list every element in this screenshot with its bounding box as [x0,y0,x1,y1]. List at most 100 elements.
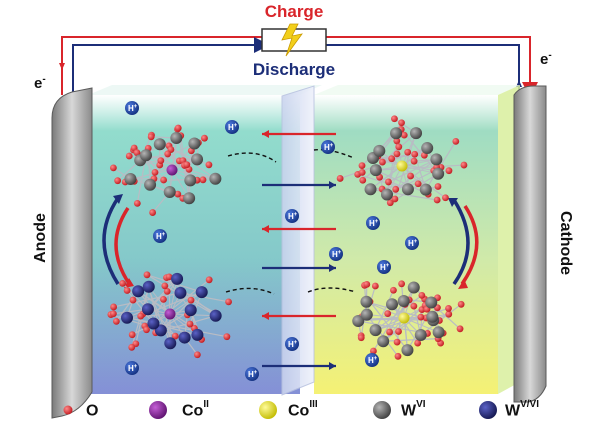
oxygen-atom [414,180,422,188]
oxygen-atom [201,134,208,142]
proton-circle [285,337,299,351]
oxygen-atom [460,161,468,169]
oxygen-atom [393,338,401,346]
tungsten-atom [410,127,423,140]
ion-arrow-head [329,362,336,370]
oxygen-atom [358,168,366,176]
oxygen-atom [165,273,173,281]
oxygen-atom [143,271,151,279]
proton-marker: H+ [329,247,343,261]
legend-atom-swatch [149,401,167,419]
oxygen-atom [386,199,394,207]
proton-text: H+ [156,232,166,241]
proton-text: H+ [228,123,238,132]
oxygen-atom [205,276,213,284]
tungsten-atom [184,304,197,317]
oxygen-atom [160,295,167,303]
oxygen-atom [109,310,117,318]
tungsten-atom [121,311,134,324]
oxygen-atom [386,328,393,336]
tungsten-atom [390,127,403,140]
oxygen-atom [147,133,155,141]
oxygen-atom [434,183,442,190]
oxygen-atom [371,282,379,290]
tungsten-atom [432,167,445,180]
oxygen-atom [445,310,453,318]
cathode-label: Cathode [557,211,574,275]
tungsten-atom [430,153,443,166]
proton-text: H+ [324,143,334,152]
proton-marker: H+ [125,361,139,375]
proton-circle [366,216,380,230]
anode-redox-arrows [102,194,134,288]
oxygen-atom [128,343,136,351]
bond [383,338,439,342]
proton-marker: H+ [125,101,139,115]
ion-arrow-head [262,312,269,320]
oxygen-atom [417,313,425,321]
ion-arrow-head [262,225,269,233]
ion-arrow-head [329,181,336,189]
oxygen-atom [388,155,396,163]
tungsten-atom [153,138,166,151]
tungsten-atom [432,326,445,339]
oxygen-atom [445,167,453,175]
proton-marker: H+ [245,367,259,381]
tungsten-atom [171,272,184,285]
legend-label-w-v-vi: WV/VI [505,399,540,420]
proton-marker: H+ [153,229,167,243]
proton-text: H+ [288,340,298,349]
legend-label-co-iii: CoIII [288,399,318,420]
bond [130,169,173,180]
oxygen-atom [129,296,137,304]
anode-label: Anode [32,213,49,263]
tungsten-atom [184,174,197,187]
oxygen-atom [400,131,408,139]
oxygen-atom [384,310,392,318]
proton-text: H+ [368,356,378,365]
tungsten-atom [163,185,176,198]
electron-transfer-arcs [225,148,357,295]
oxygen-atom [418,291,426,299]
legend-atom-swatch [259,401,277,419]
proton-circle [405,236,419,250]
oxygen-atom [110,303,118,311]
oxygen-atom [171,332,179,340]
oxygen-atom [205,161,213,169]
tungsten-atom [140,149,153,162]
oxygen-atom [398,119,405,127]
tungsten-atom [373,144,386,157]
cobalt-atom [396,160,408,172]
ion-transport-arrows [262,130,336,370]
polyoxometalate-cluster-cathode-bottom [352,280,465,360]
proton-marker: H+ [285,209,299,223]
proton-marker: H+ [366,216,380,230]
tungsten-atom [426,310,439,323]
tungsten-atom [191,153,204,166]
tungsten-atom [397,295,410,308]
proton-text: H+ [128,104,138,113]
cobalt-atom [398,312,410,324]
oxygen-atom [390,286,397,294]
oxygen-atom [457,300,465,308]
proton-circle [365,353,379,367]
tungsten-atom [178,331,191,344]
proton-marker: H+ [365,353,379,367]
bond [375,294,423,331]
cobalt-atom [164,308,176,320]
bond [126,317,227,338]
legend-atom-swatch [63,405,73,415]
oxygen-atom [157,157,165,165]
tungsten-atom [191,328,204,341]
oxygen-atom [123,287,131,294]
oxygen-atom [187,296,195,304]
oxygen-atom [407,172,414,180]
polyoxometalate-cluster-anode-bottom [107,271,232,359]
cathode-redox-arrows [448,198,479,289]
oxygen-atom [391,115,398,123]
oxygen-atom [193,351,201,359]
oxygen-atom [379,158,386,166]
oxygen-atom [163,287,171,295]
oxygen-atom [133,149,141,157]
